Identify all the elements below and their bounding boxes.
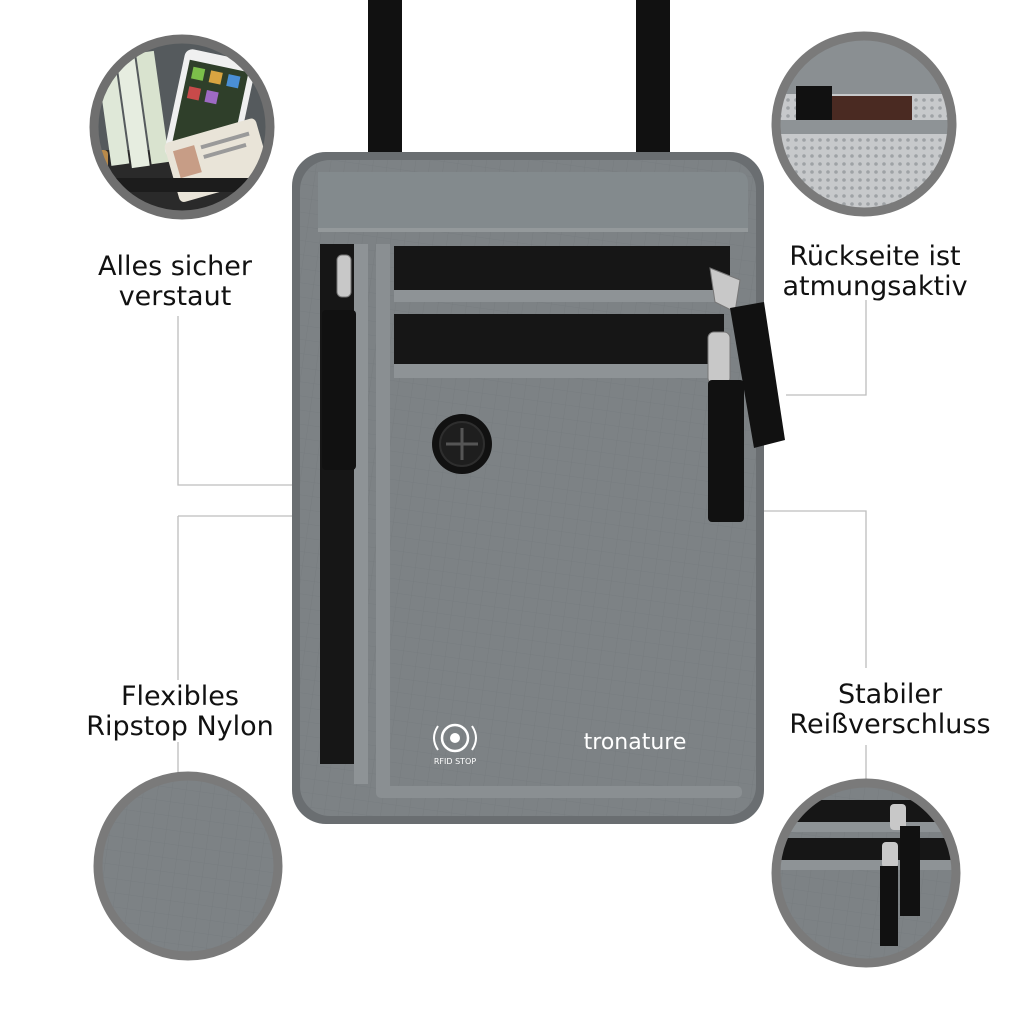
detail-circle-contents bbox=[89, 34, 275, 220]
detail-circle-ripstop bbox=[93, 771, 283, 961]
detail-circle-zipper bbox=[771, 778, 961, 968]
callout-zipper-line1: Stabiler bbox=[837, 679, 943, 710]
rfid-badge bbox=[433, 723, 477, 753]
callout-ripstop: Flexibles Ripstop Nylon bbox=[60, 682, 300, 742]
brand-logo: tronature bbox=[584, 730, 687, 755]
callout-breathable-line2: atmungsaktiv bbox=[782, 271, 968, 302]
callout-zipper-line2: Reißverschluss bbox=[789, 709, 991, 740]
zipper-pull-right-top bbox=[709, 267, 785, 448]
zipper-pull-left bbox=[322, 254, 356, 470]
callout-ripstop-line2: Ripstop Nylon bbox=[86, 711, 274, 742]
callout-contents-line2: verstaut bbox=[118, 281, 232, 312]
detail-circle-mesh bbox=[771, 31, 957, 217]
callout-contents: Alles sicher verstaut bbox=[60, 252, 290, 312]
rfid-badge-text: RFID STOP bbox=[434, 757, 476, 766]
pouch bbox=[292, 152, 785, 824]
zipper-pull-right-bottom bbox=[707, 331, 744, 522]
callout-breathable-line1: Rückseite ist bbox=[789, 241, 961, 272]
callout-breathable-back: Rückseite ist atmungsaktiv bbox=[760, 242, 990, 302]
callout-zipper: Stabiler Reißverschluss bbox=[760, 680, 1020, 740]
callout-ripstop-line1: Flexibles bbox=[121, 681, 239, 712]
callout-contents-line1: Alles sicher bbox=[98, 251, 252, 282]
